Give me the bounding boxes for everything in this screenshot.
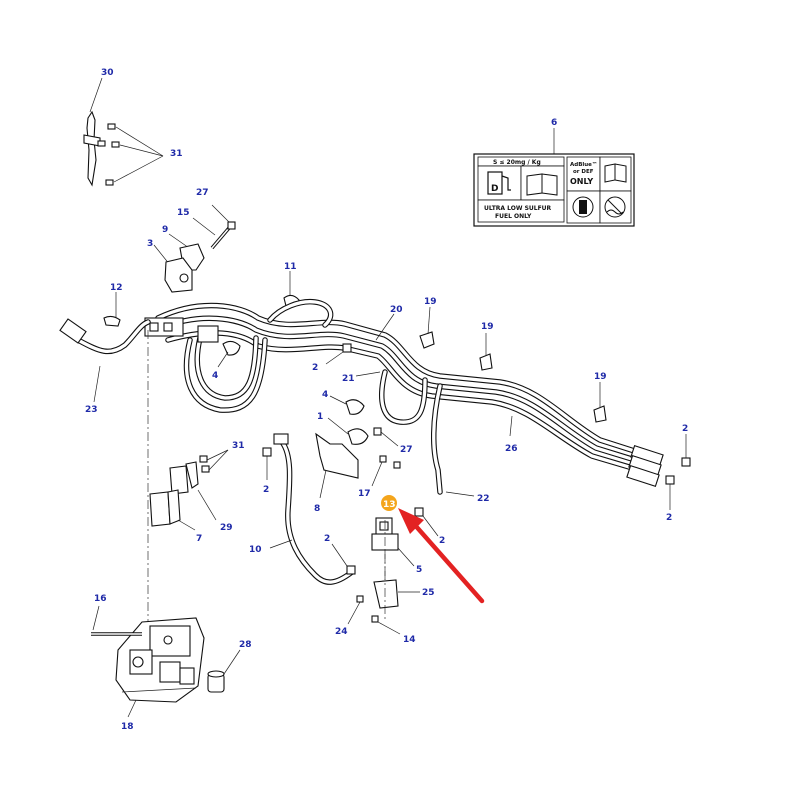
clip-19-b bbox=[479, 353, 493, 371]
callout-31: 31 bbox=[170, 149, 183, 159]
nut-2-b bbox=[681, 457, 691, 467]
callout-29: 29 bbox=[220, 523, 233, 533]
clamp-4 bbox=[345, 399, 365, 415]
svg-text:AdBlue™: AdBlue™ bbox=[570, 161, 597, 168]
callout-15: 15 bbox=[177, 208, 190, 218]
clamp-1 bbox=[347, 428, 369, 445]
callout-28: 28 bbox=[239, 640, 252, 650]
plate-7 bbox=[149, 491, 171, 527]
callout-14: 14 bbox=[403, 635, 416, 645]
callout-19: 19 bbox=[481, 322, 494, 332]
plate-29 bbox=[185, 461, 199, 489]
hose-10 bbox=[273, 433, 355, 585]
callout-24: 24 bbox=[335, 627, 348, 637]
red-arrow bbox=[398, 508, 485, 604]
nut-2-a bbox=[342, 343, 352, 353]
callout-30: 30 bbox=[101, 68, 114, 78]
stud-15 bbox=[210, 221, 236, 250]
callout-3: 3 bbox=[147, 239, 153, 249]
highlight-label-13: 13 bbox=[383, 500, 396, 510]
bracket-30 bbox=[83, 77, 164, 187]
clip-19-c bbox=[593, 405, 607, 423]
bracket-8 bbox=[315, 432, 359, 479]
bolt-17 bbox=[379, 455, 387, 463]
clip-19-a bbox=[419, 331, 435, 349]
svg-text:or DEF: or DEF bbox=[573, 169, 594, 175]
callout-4: 4 bbox=[322, 390, 328, 400]
callout-9: 9 bbox=[162, 225, 168, 235]
nut-2-d bbox=[262, 447, 272, 457]
callout-7: 7 bbox=[196, 534, 202, 544]
manual-book-icon bbox=[526, 173, 558, 196]
bolt-31-b bbox=[201, 465, 210, 473]
nut-2-c bbox=[665, 475, 675, 485]
bolt-24 bbox=[356, 595, 364, 603]
bushing-28 bbox=[207, 670, 225, 693]
callout-4: 4 bbox=[212, 371, 218, 381]
svg-text:FUEL ONLY: FUEL ONLY bbox=[495, 213, 532, 220]
callout-27: 27 bbox=[196, 188, 209, 198]
svg-text:ONLY: ONLY bbox=[570, 177, 593, 186]
pump-18 bbox=[115, 617, 205, 703]
callout-18: 18 bbox=[121, 722, 134, 732]
callout-16: 16 bbox=[94, 594, 107, 604]
callout-6: 6 bbox=[551, 118, 557, 128]
callout-2: 2 bbox=[682, 424, 688, 434]
bracket-25 bbox=[373, 579, 399, 609]
callout-2: 2 bbox=[312, 363, 318, 373]
callout-8: 8 bbox=[314, 504, 320, 514]
bolt-31-a bbox=[199, 455, 208, 463]
fuel-decal-6: S ≤ 20mg / Kg D ULTRA LOW SULFUR FUEL ON… bbox=[473, 153, 635, 227]
fuel-pump-icon bbox=[487, 171, 503, 195]
callout-5: 5 bbox=[416, 565, 422, 575]
nut-2-e bbox=[346, 565, 356, 575]
bolt-14 bbox=[371, 615, 379, 623]
plate-29b bbox=[169, 465, 189, 495]
callout-10: 10 bbox=[249, 545, 262, 555]
callout-23: 23 bbox=[85, 405, 98, 415]
clip-12 bbox=[103, 315, 121, 327]
clamp-9 bbox=[164, 243, 205, 293]
callout-17: 17 bbox=[358, 489, 371, 499]
manual-book-icon-small bbox=[604, 163, 627, 183]
callout-11: 11 bbox=[284, 262, 297, 272]
callout-22: 22 bbox=[477, 494, 490, 504]
tube-harness bbox=[59, 298, 664, 495]
callout-2: 2 bbox=[324, 534, 330, 544]
bolt-17b bbox=[393, 461, 401, 469]
callout-2: 2 bbox=[439, 536, 445, 546]
callout-20: 20 bbox=[390, 305, 403, 315]
svg-text:ULTRA LOW SULFUR: ULTRA LOW SULFUR bbox=[484, 205, 552, 212]
callout-1: 1 bbox=[317, 412, 323, 422]
highlight-badge-13[interactable] bbox=[381, 495, 397, 511]
callout-2: 2 bbox=[666, 513, 672, 523]
svg-text:D: D bbox=[491, 184, 498, 194]
callout-27: 27 bbox=[400, 445, 413, 455]
screw-27 bbox=[373, 427, 382, 436]
sulfur-spec-text: S ≤ 20mg / Kg bbox=[493, 159, 541, 166]
callout-21: 21 bbox=[342, 374, 355, 384]
nut-2-f bbox=[414, 507, 424, 517]
callout-26: 26 bbox=[505, 444, 518, 454]
callout-12: 12 bbox=[110, 283, 123, 293]
callout-19: 19 bbox=[594, 372, 607, 382]
callout-31: 31 bbox=[232, 441, 245, 451]
clamp-4-left bbox=[222, 340, 241, 356]
callout-25: 25 bbox=[422, 588, 435, 598]
callout-19: 19 bbox=[424, 297, 437, 307]
callout-2: 2 bbox=[263, 485, 269, 495]
